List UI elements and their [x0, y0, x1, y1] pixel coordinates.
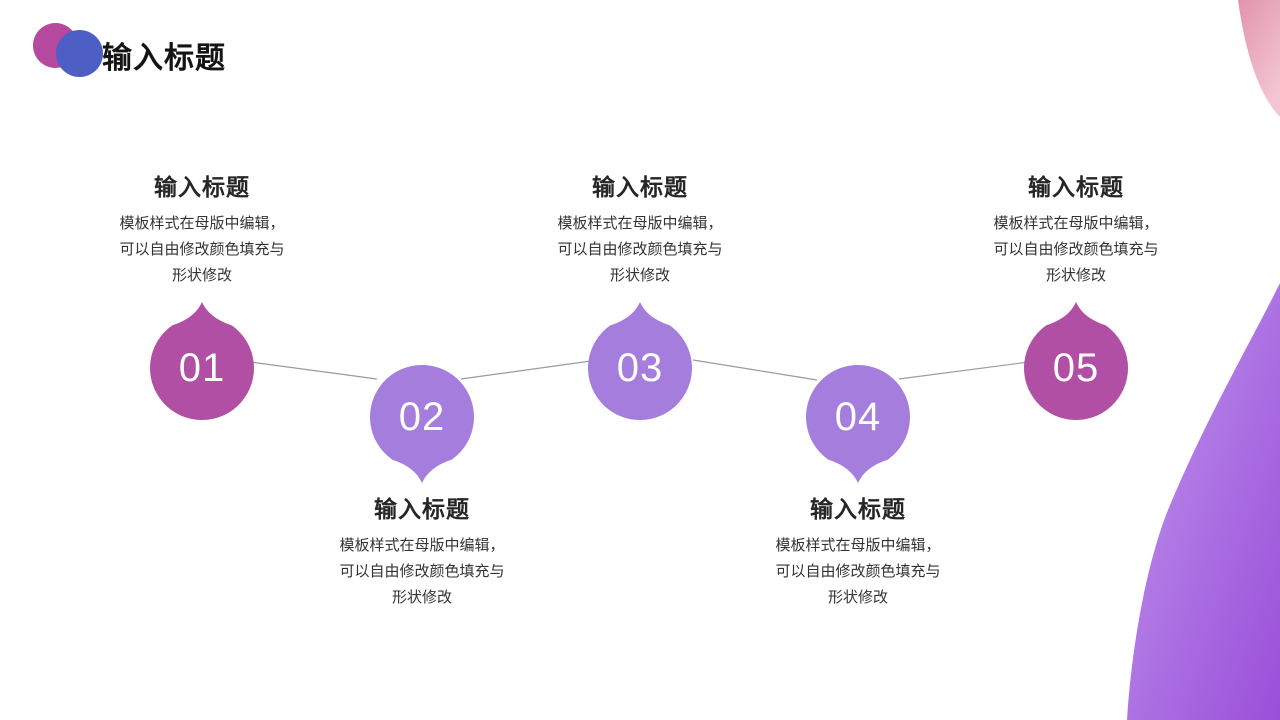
item-5-body: 模板样式在母版中编辑， 可以自由修改颜色填充与 形状修改	[993, 215, 1159, 284]
timeline-item-3-text: 输入标题 模板样式在母版中编辑， 可以自由修改颜色填充与 形状修改	[525, 168, 755, 289]
marker-02	[370, 364, 474, 483]
item-2-body: 模板样式在母版中编辑， 可以自由修改颜色填充与 形状修改	[339, 537, 505, 606]
marker-05-number: 05	[1052, 345, 1100, 390]
item-1-title: 输入标题	[154, 174, 250, 200]
marker-02-shape	[370, 364, 474, 483]
timeline-item-4-text: 输入标题 模板样式在母版中编辑， 可以自由修改颜色填充与 形状修改	[743, 490, 973, 611]
timeline-item-1-text: 输入标题 模板样式在母版中编辑， 可以自由修改颜色填充与 形状修改	[87, 168, 317, 289]
marker-01	[150, 302, 255, 421]
petal-bottom-right	[1127, 283, 1280, 720]
item-2-title: 输入标题	[374, 496, 470, 522]
marker-03	[588, 302, 692, 421]
timeline-item-2-text: 输入标题 模板样式在母版中编辑， 可以自由修改颜色填充与 形状修改	[307, 490, 537, 611]
marker-04	[806, 364, 910, 483]
item-4-title: 输入标题	[810, 496, 906, 522]
marker-02-number: 02	[398, 394, 446, 439]
page-title: 输入标题	[102, 42, 226, 75]
logo-circle-blue	[56, 30, 103, 77]
marker-01-shape	[150, 302, 255, 421]
item-4-body: 模板样式在母版中编辑， 可以自由修改颜色填充与 形状修改	[775, 537, 941, 606]
marker-04-shape	[806, 364, 910, 483]
item-3-title: 输入标题	[592, 174, 688, 200]
item-3-body: 模板样式在母版中编辑， 可以自由修改颜色填充与 形状修改	[557, 215, 723, 284]
marker-05	[1024, 302, 1128, 421]
connector-1-2	[249, 361, 378, 380]
connector-4-5	[898, 361, 1030, 380]
timeline-item-5-text: 输入标题 模板样式在母版中编辑， 可以自由修改颜色填充与 形状修改	[961, 168, 1191, 289]
item-5-title: 输入标题	[1028, 174, 1124, 200]
petal-top-right	[1238, 0, 1280, 117]
marker-01-number: 01	[178, 345, 226, 390]
marker-05-shape	[1024, 302, 1128, 421]
marker-03-number: 03	[616, 345, 664, 390]
marker-04-number: 04	[834, 394, 882, 439]
item-1-body: 模板样式在母版中编辑， 可以自由修改颜色填充与 形状修改	[119, 215, 285, 284]
marker-03-shape	[588, 302, 692, 421]
